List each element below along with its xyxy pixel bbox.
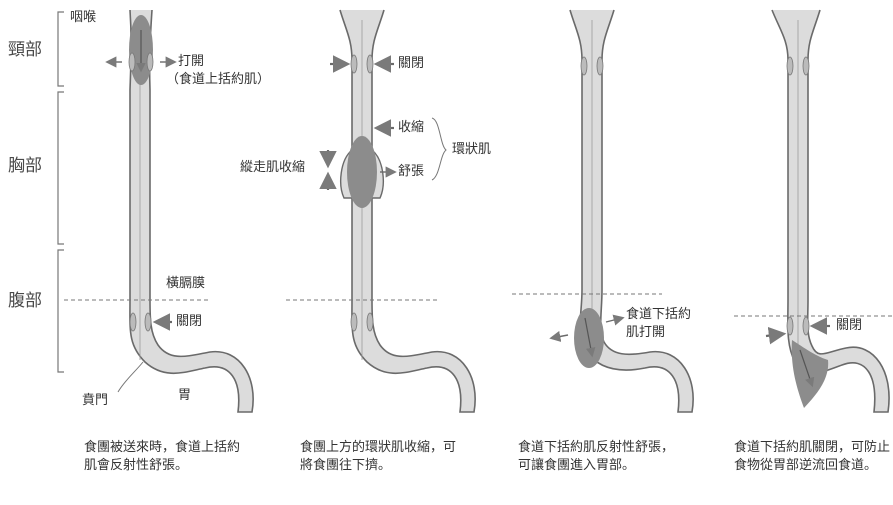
cardia-pointer [118,362,143,392]
panel-4-esophagus [734,10,893,412]
label-stomach: 胃 [178,388,191,404]
panel-1-esophagus [64,10,253,412]
neck-bracket [58,12,64,86]
caption-3: 食道下括約肌反射性舒張，可讓食團進入胃部。 [518,439,676,475]
region-label-abdomen: 腹部 [8,293,42,309]
label-contract: 收縮 [398,120,424,136]
label-les-line1: 食道下括約 [626,307,691,323]
label-relax: 舒張 [398,164,424,180]
region-label-chest: 胸部 [8,158,42,174]
region-brackets [58,12,64,372]
label-cardia: 賁門 [82,393,108,409]
label-les-line2: 肌打開 [626,325,665,341]
label-pharynx: 咽喉 [70,10,96,26]
caption-2: 食團上方的環狀肌收縮，可將食團往下擠。 [300,439,460,475]
label-circular-muscle: 環狀肌 [452,142,491,158]
label-closed: 關閉 [836,318,862,334]
label-closed: 關閉 [176,314,202,330]
les-open-arrow-left [552,335,568,338]
circular-brace [432,118,446,180]
label-closed: 關閉 [398,56,424,72]
caption-4: 食道下括約肌關閉，可防止食物從胃部逆流回食道。 [734,439,890,475]
les-open-arrow-right [606,318,622,322]
closed-arrow-left [766,334,782,336]
panel-3-esophagus [512,10,693,412]
label-ues: （食道上括約肌） [166,72,270,88]
region-label-neck: 頸部 [8,42,42,58]
chest-bracket [58,92,64,244]
bolus [347,136,377,208]
label-diaphragm: 橫膈膜 [166,276,205,292]
ues-muscle [129,53,135,71]
caption-1: 食團被送來時，食道上括約肌會反射性舒張。 [84,439,244,475]
les-muscle [130,313,136,331]
label-open: 打開 [178,54,204,70]
panel-2-esophagus [286,10,475,412]
label-longitudinal-muscle: 縱走肌收縮 [240,160,305,176]
abdomen-bracket [58,250,64,372]
